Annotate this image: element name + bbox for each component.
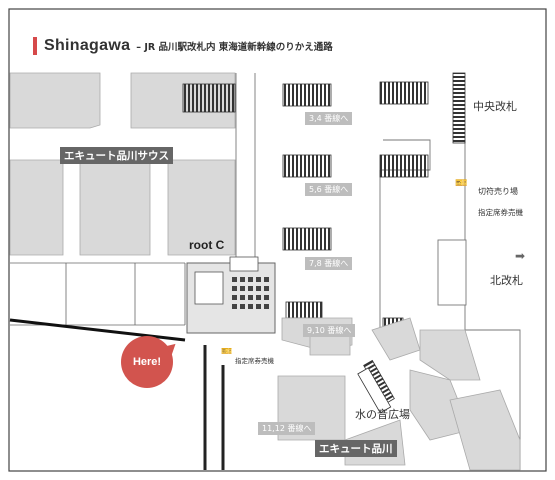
ticket-icon: 🎫: [455, 178, 468, 189]
title-accent-bar: [33, 37, 37, 55]
platform-5-6: 5,6 番線へ: [305, 183, 353, 196]
label-root-c: root C: [189, 238, 225, 252]
platform-9-10: 9,10 番線へ: [303, 324, 356, 337]
label-ticket-office: 切符売り場: [478, 187, 518, 196]
buildings-upper-left: [9, 72, 236, 256]
here-marker: Here!: [121, 336, 173, 388]
platform-7-8: 7,8 番線へ: [305, 257, 353, 270]
corridor-lines: [10, 262, 186, 326]
label-ecute-south: エキュート品川サウス: [60, 147, 173, 164]
label-reserved-seat-right: 指定席券売機: [478, 208, 523, 217]
arrow-right-icon: ➡: [515, 249, 526, 263]
title-main: Shinagawa: [44, 37, 131, 54]
staircases: [182, 72, 466, 415]
root-c-shop: [186, 256, 276, 334]
platform-3-4: 3,4 番線へ: [305, 112, 353, 125]
label-central-gate: 中央改札: [473, 100, 517, 113]
escalator: [357, 367, 392, 414]
main-wall: [9, 318, 186, 342]
map-frame: [8, 8, 547, 472]
label-north-gate: 北改札: [490, 274, 523, 287]
platform-11-12: 11,12 番線へ: [258, 422, 316, 435]
label-plaza: 水の音広場: [355, 408, 410, 421]
label-ecute: エキュート品川: [315, 440, 397, 457]
title-subtitle: – JR 品川駅改札内 東海道新幹線のりかえ通路: [136, 42, 333, 53]
ticket-icon-left: 🎫: [221, 347, 233, 357]
label-reserved-seat-left: 指定席券売機: [235, 357, 274, 365]
map-title: Shinagawa – JR 品川駅改札内 東海道新幹線のりかえ通路: [33, 36, 333, 56]
here-label: Here!: [132, 356, 162, 368]
walls-left: [203, 345, 225, 470]
